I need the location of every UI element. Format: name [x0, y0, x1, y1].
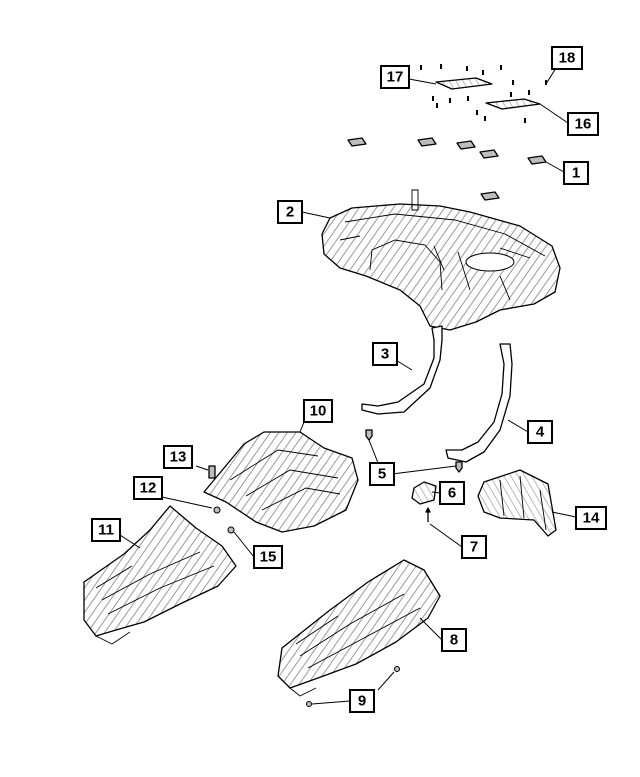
callout-18: 18 [551, 46, 583, 70]
callout-12-label: 12 [140, 480, 157, 497]
callout-7: 7 [461, 535, 487, 559]
callout-11-label: 11 [98, 522, 114, 539]
callout-5: 5 [369, 462, 395, 486]
skid-plate-10 [203, 431, 359, 533]
callout-3: 3 [372, 342, 398, 366]
callout-14-label: 14 [583, 510, 600, 527]
callout-4-label: 4 [536, 424, 545, 441]
callout-18-label: 18 [559, 50, 576, 67]
callout-8: 8 [441, 628, 467, 652]
callout-16-label: 16 [575, 116, 592, 133]
bolt-13 [208, 465, 216, 479]
callout-15: 15 [253, 545, 283, 569]
callout-7-label: 7 [470, 539, 478, 556]
callout-12: 12 [133, 476, 163, 500]
callout-9-label: 9 [358, 693, 366, 710]
callout-13: 13 [163, 445, 193, 469]
callout-9: 9 [349, 689, 375, 713]
callout-10-label: 10 [310, 403, 327, 420]
callout-6: 6 [439, 481, 465, 505]
bolts-5 [365, 429, 463, 473]
callout-2: 2 [277, 200, 303, 224]
strap-3 [361, 325, 443, 415]
skid-plate-11 [83, 505, 237, 645]
skid-plate-8 [277, 559, 441, 697]
clips-18 [420, 64, 547, 123]
callout-17-label: 17 [387, 69, 404, 86]
callout-5-label: 5 [378, 466, 386, 483]
callout-14: 14 [575, 506, 607, 530]
gasket-16 [485, 98, 541, 110]
callout-1: 1 [563, 161, 589, 185]
bolt-7 [425, 507, 431, 522]
strap-4 [445, 343, 513, 463]
callout-2-label: 2 [286, 204, 294, 221]
callout-3-label: 3 [381, 346, 389, 363]
nut-12 [213, 506, 221, 514]
callout-17: 17 [380, 65, 410, 89]
callout-6-label: 6 [448, 485, 456, 502]
callout-11: 11 [91, 518, 121, 542]
bracket-6 [411, 481, 437, 505]
heat-shield-14 [477, 469, 557, 537]
callout-16: 16 [567, 112, 599, 136]
callout-15-label: 15 [260, 549, 277, 566]
callout-1-label: 1 [572, 165, 580, 182]
gasket-17 [435, 77, 493, 90]
callout-10: 10 [303, 399, 333, 423]
nuts-9 [306, 666, 400, 707]
callout-13-label: 13 [170, 449, 187, 466]
nut-15 [227, 526, 235, 534]
fuel-tank-2 [321, 189, 561, 331]
pads-1 [347, 137, 547, 201]
callout-4: 4 [527, 420, 553, 444]
callout-8-label: 8 [450, 632, 458, 649]
